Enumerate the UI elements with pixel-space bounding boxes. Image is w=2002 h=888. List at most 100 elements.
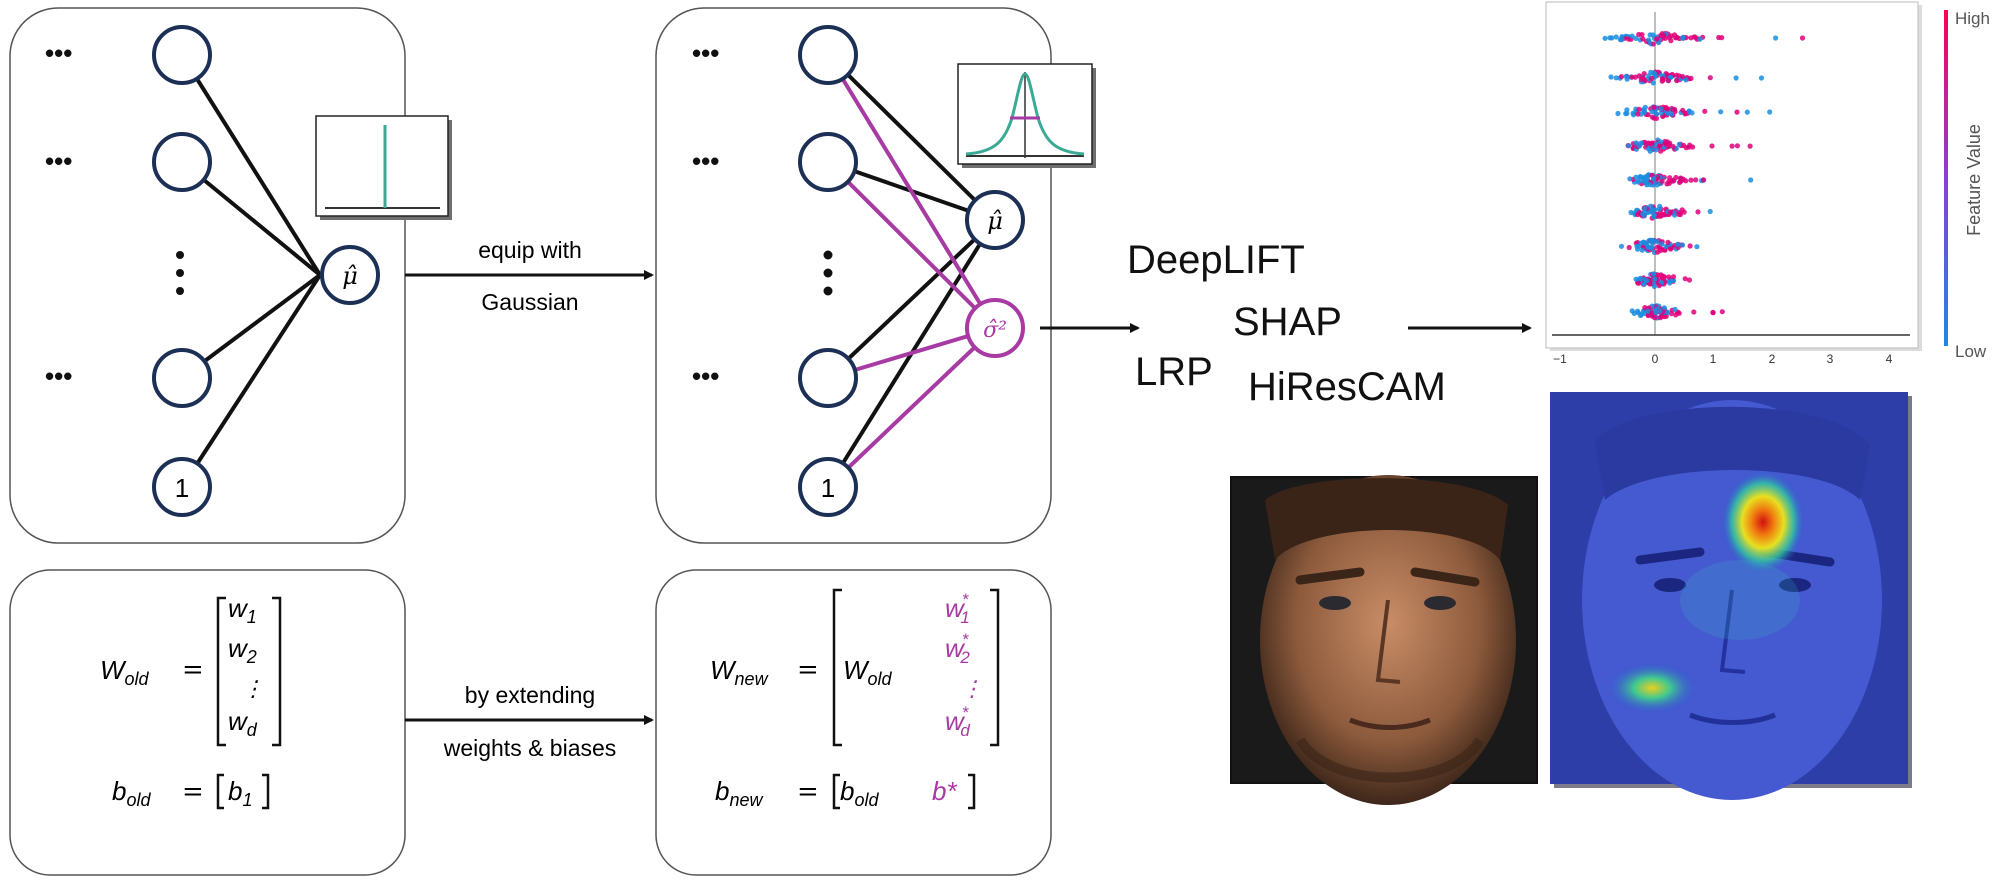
shap-dot <box>1652 276 1658 282</box>
b-old-entry: bold <box>840 776 879 810</box>
w1-entry: w1 <box>228 593 257 627</box>
shap-dot <box>1683 77 1689 83</box>
shap-dot <box>1665 239 1671 245</box>
extend-weights-arrow: by extending weights & biases <box>405 682 654 761</box>
shap-dot <box>1658 148 1664 154</box>
W-old-entry: Wold <box>843 655 893 689</box>
shap-dot <box>1651 212 1657 218</box>
svg-text:Gaussian: Gaussian <box>481 289 578 315</box>
shap-dot <box>1640 76 1646 82</box>
vdots: ⋮ <box>961 677 983 702</box>
shap-dot <box>1674 78 1680 84</box>
variance-output-node <box>965 298 1025 358</box>
shap-dot <box>1679 242 1686 248</box>
shap-dot <box>1652 238 1658 244</box>
shap-dot <box>1682 111 1688 117</box>
shap-dot <box>1670 107 1676 113</box>
shap-dot <box>1646 37 1652 43</box>
shap-dot <box>1636 143 1642 149</box>
shap-dot <box>1649 310 1655 316</box>
shap-dot <box>1659 313 1665 319</box>
shap-dot <box>1672 306 1678 312</box>
shap-dot <box>1666 274 1672 280</box>
colorbar-low: Low <box>1955 342 1987 361</box>
ellipsis: ••• <box>45 361 72 391</box>
point-estimate-inset <box>315 115 452 220</box>
b-new-symbol: bnew <box>715 776 763 810</box>
shap-dot <box>1648 209 1654 215</box>
x-tick: 0 <box>1652 352 1659 366</box>
shap-dot <box>1677 211 1683 218</box>
shap-dot <box>1643 175 1649 181</box>
shap-dot <box>1681 209 1687 215</box>
vertical-ellipsis <box>823 250 833 296</box>
shap-dot <box>1647 182 1653 188</box>
shap-dot <box>1639 247 1645 253</box>
shap-dot <box>1677 178 1683 185</box>
shap-dot <box>1702 108 1708 114</box>
shap-dot <box>1687 243 1693 249</box>
shap-dot <box>1688 35 1694 41</box>
shap-dot <box>1645 308 1651 314</box>
shap-dot <box>1651 104 1657 110</box>
shap-dot <box>1661 305 1667 311</box>
shap-dot <box>1654 176 1660 182</box>
wd-star-entry: w*d <box>945 703 970 740</box>
shap-dot <box>1660 274 1666 280</box>
bias-node-label: 1 <box>175 473 189 503</box>
shap-dot <box>1663 141 1669 147</box>
shap-dot <box>1680 34 1686 41</box>
shap-dot <box>1744 109 1750 115</box>
x-tick: −1 <box>1553 352 1567 366</box>
W-new-symbol: Wnew <box>710 655 769 689</box>
shap-dot <box>1633 276 1639 282</box>
shap-dot <box>1659 241 1665 247</box>
svg-text:by extending: by extending <box>465 682 595 708</box>
ellipsis: ••• <box>692 38 719 68</box>
shap-dot <box>1719 35 1725 41</box>
w2-entry: w2 <box>228 633 257 667</box>
shap-dot <box>1641 71 1647 77</box>
shap-dot <box>1668 33 1674 39</box>
shap-dot <box>1633 140 1639 146</box>
shap-dot <box>1613 75 1619 81</box>
shap-dot <box>1626 143 1632 149</box>
shap-dot <box>1626 244 1632 251</box>
shap-dot <box>1707 75 1713 81</box>
equals-sign: = <box>182 655 204 685</box>
shap-dot <box>1635 211 1641 218</box>
bias-node <box>798 457 858 517</box>
vdots: ⋮ <box>242 677 264 702</box>
W-old-symbol: Wold <box>100 655 150 689</box>
vertical-ellipsis <box>176 251 184 295</box>
mean-output-node <box>320 245 380 305</box>
shap-dot <box>1676 310 1682 316</box>
shap-dot <box>1645 146 1652 152</box>
shap-dot <box>1669 111 1675 117</box>
mean-output-node <box>965 190 1025 250</box>
x-tick: 4 <box>1886 352 1893 366</box>
shap-dot <box>1656 283 1662 289</box>
shap-dot <box>1700 177 1706 183</box>
shap-dot <box>1661 211 1667 217</box>
svg-text:equip with: equip with <box>478 237 582 263</box>
shap-dot <box>1659 178 1665 184</box>
shap-dot <box>1615 110 1621 117</box>
shap-dot <box>1651 176 1657 182</box>
shap-dot <box>1682 276 1688 282</box>
shap-dot <box>1653 147 1659 153</box>
shap-dot <box>1658 139 1664 145</box>
matrix-brackets <box>832 588 1000 810</box>
shap-dot <box>1659 76 1665 82</box>
shap-dot <box>1657 247 1663 254</box>
colorbar-high: High <box>1955 9 1990 28</box>
colorbar-label: Feature Value <box>1964 124 1984 236</box>
shap-dot <box>1695 209 1701 215</box>
matrix-brackets <box>216 596 282 810</box>
shap-dot <box>1654 36 1660 42</box>
shap-dot <box>1647 32 1653 38</box>
svg-text:weights & biases: weights & biases <box>443 735 617 761</box>
w2-star-entry: w*2 <box>945 630 970 667</box>
shap-dot <box>1653 310 1659 316</box>
